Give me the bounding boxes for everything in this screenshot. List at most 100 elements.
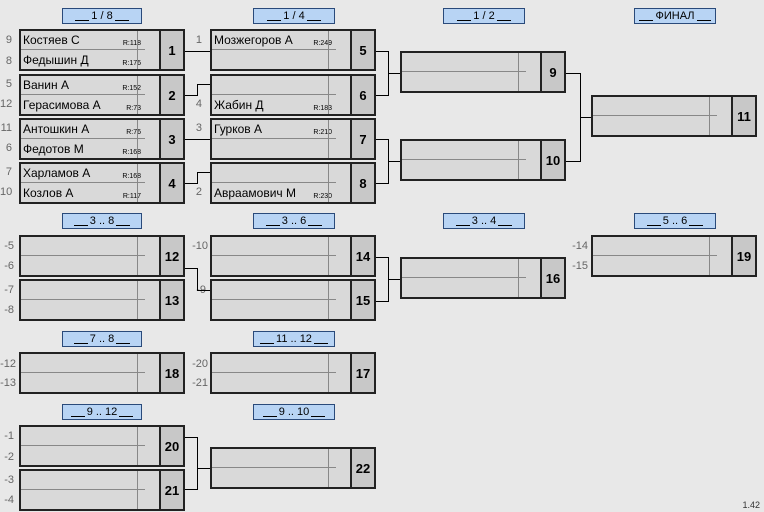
player-slot[interactable] <box>402 278 526 297</box>
match-number: 21 <box>159 471 183 509</box>
player-slot[interactable] <box>402 53 526 72</box>
player-slot[interactable] <box>212 300 336 319</box>
player-slot[interactable]: Антошкин А R:76 <box>21 120 145 139</box>
seed: -20 <box>192 358 208 370</box>
player-rating: R:176 <box>122 60 141 67</box>
player-slot[interactable] <box>212 139 336 158</box>
player-slot[interactable] <box>212 449 336 468</box>
player-slot[interactable] <box>593 116 717 135</box>
match-number: 2 <box>159 76 183 114</box>
player-slot[interactable] <box>402 160 526 179</box>
player-slot[interactable] <box>212 237 336 256</box>
match-9[interactable]: 9 <box>400 51 566 93</box>
player-slot[interactable] <box>212 468 336 487</box>
player-slot[interactable] <box>21 446 145 465</box>
player-slot[interactable] <box>21 427 145 446</box>
player-slot[interactable] <box>21 354 145 373</box>
player-slot[interactable] <box>593 256 717 275</box>
player-slot[interactable] <box>21 281 145 300</box>
player-slot[interactable] <box>212 373 336 392</box>
player-slot[interactable] <box>21 490 145 509</box>
match-number: 3 <box>159 120 183 158</box>
match-14[interactable]: 14 <box>210 235 376 277</box>
score-cell <box>709 237 733 275</box>
player-rating: R:76 <box>126 129 141 136</box>
match-13[interactable]: 13 <box>19 279 185 321</box>
player-slot[interactable] <box>21 300 145 319</box>
match-20[interactable]: 20 <box>19 425 185 467</box>
player-name: Ванин А <box>23 78 69 92</box>
player-slot[interactable] <box>402 259 526 278</box>
score-cell <box>137 281 161 319</box>
seed: -13 <box>0 377 16 389</box>
match-number: 15 <box>350 281 374 319</box>
match-10[interactable]: 10 <box>400 139 566 181</box>
header-places-9-10: 9 .. 10 <box>253 404 335 420</box>
player-rating: R:168 <box>122 149 141 156</box>
score-cell <box>137 76 161 114</box>
match-number: 4 <box>159 164 183 202</box>
player-slot[interactable] <box>402 72 526 91</box>
match-number: 6 <box>350 76 374 114</box>
match-18[interactable]: 18 <box>19 352 185 394</box>
player-slot[interactable] <box>21 237 145 256</box>
player-slot[interactable] <box>402 141 526 160</box>
match-16[interactable]: 16 <box>400 257 566 299</box>
player-slot[interactable] <box>21 471 145 490</box>
header-places-7-8: 7 .. 8 <box>62 331 142 347</box>
score-cell <box>137 427 161 465</box>
player-slot[interactable] <box>21 373 145 392</box>
connector-line <box>197 437 198 490</box>
match-22[interactable]: 22 <box>210 447 376 489</box>
connector-line <box>185 183 197 184</box>
player-slot[interactable] <box>212 281 336 300</box>
match-number: 13 <box>159 281 183 319</box>
player-slot[interactable] <box>593 97 717 116</box>
player-slot[interactable] <box>212 76 336 95</box>
match-number: 11 <box>731 97 755 135</box>
player-slot[interactable] <box>212 50 336 69</box>
match-15[interactable]: 15 <box>210 279 376 321</box>
player-slot[interactable] <box>212 354 336 373</box>
player-slot[interactable] <box>21 256 145 275</box>
match-17[interactable]: 17 <box>210 352 376 394</box>
player-slot[interactable] <box>593 237 717 256</box>
score-cell <box>328 354 352 392</box>
player-slot[interactable] <box>212 164 336 183</box>
player-slot[interactable] <box>212 256 336 275</box>
connector-line <box>566 73 580 74</box>
match-19[interactable]: 19 <box>591 235 757 277</box>
player-name: Антошкин А <box>23 122 90 136</box>
player-name: Харламов А <box>23 166 91 180</box>
seed: -12 <box>0 358 16 370</box>
player-name: Жабин Д <box>214 97 264 112</box>
match-11[interactable]: 11 <box>591 95 757 137</box>
connector-line <box>197 84 210 85</box>
connector-line <box>185 95 197 96</box>
header-round-of-16: 1 / 8 <box>62 8 142 24</box>
player-rating: R:210 <box>313 129 332 136</box>
match-21[interactable]: 21 <box>19 469 185 511</box>
match-12[interactable]: 12 <box>19 235 185 277</box>
seed: 3 <box>195 122 202 134</box>
seed: -4 <box>4 494 14 506</box>
